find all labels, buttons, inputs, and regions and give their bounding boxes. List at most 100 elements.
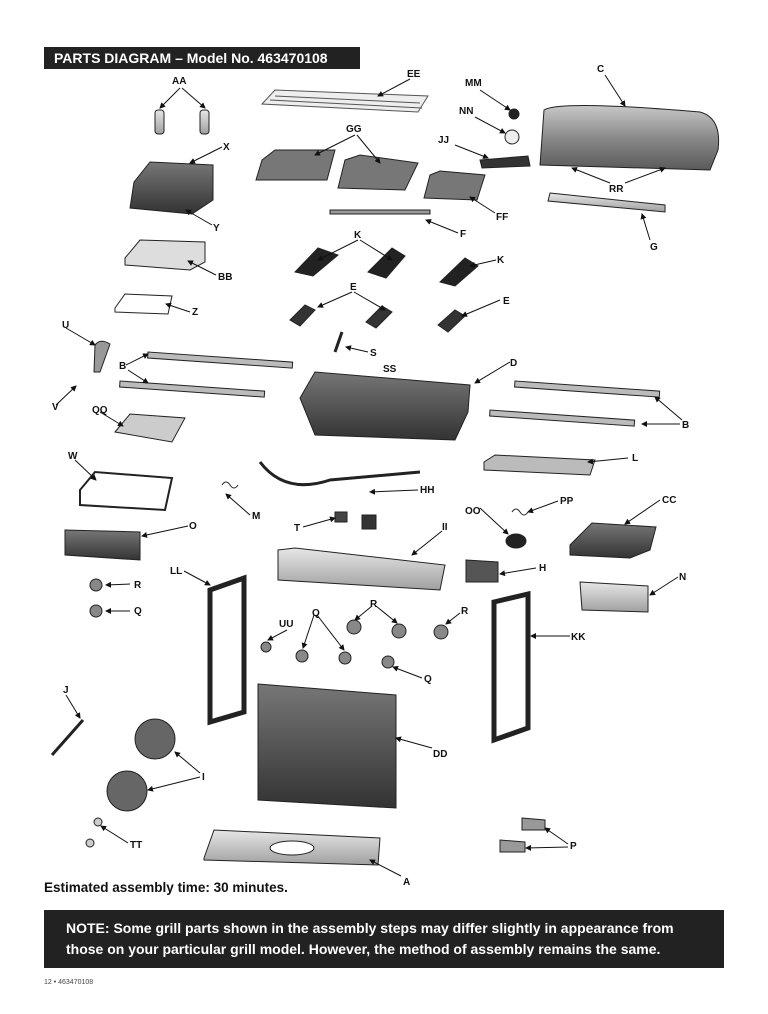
leg-ll: [207, 574, 247, 726]
handle-bracket-left: [154, 109, 165, 135]
label-e-1: E: [350, 282, 357, 293]
label-r-2: R: [370, 599, 378, 610]
lid-shape: [539, 104, 720, 171]
tt-1: [93, 817, 103, 827]
label-l: L: [632, 453, 638, 464]
firebox-shape: [299, 371, 471, 441]
rail-b1: [147, 351, 294, 369]
heat-shield-bar: [329, 209, 431, 215]
label-ff: FF: [496, 212, 508, 223]
label-tt: TT: [130, 840, 142, 851]
label-g: G: [650, 242, 658, 253]
label-q-1: Q: [134, 606, 142, 617]
warming-rack: [260, 89, 429, 113]
label-ee: EE: [407, 69, 421, 80]
label-w: W: [68, 451, 78, 462]
control-panel: [277, 547, 446, 591]
label-s: S: [370, 348, 377, 359]
igniter-part: [479, 155, 531, 169]
burner-1: [289, 304, 316, 327]
label-x: X: [223, 142, 230, 153]
label-d: D: [510, 358, 517, 369]
gas-manifold: [258, 461, 421, 487]
cooking-grates: [255, 149, 486, 201]
t-part: [334, 511, 348, 523]
label-o: O: [189, 521, 197, 532]
label-q-3: Q: [424, 674, 432, 685]
p-part-1: [521, 817, 546, 831]
note-line-2: those on your particular grill model. Ho…: [66, 941, 661, 957]
rail-b3: [514, 380, 661, 398]
knobs: [89, 578, 449, 669]
label-f: F: [460, 229, 466, 240]
o-panel: [64, 529, 141, 561]
label-oo: OO: [465, 506, 481, 517]
heat-tent-1: [294, 247, 339, 277]
nn-part: [504, 129, 520, 145]
label-j: J: [63, 685, 69, 696]
j-rod: [50, 719, 85, 756]
label-ll: LL: [170, 566, 182, 577]
label-rr: RR: [609, 184, 624, 195]
label-b-1: B: [119, 361, 126, 372]
u-part: [93, 340, 111, 373]
label-dd: DD: [433, 749, 447, 760]
label-cc: CC: [662, 495, 676, 506]
label-ss: SS: [383, 364, 397, 375]
label-nn: NN: [459, 106, 473, 117]
label-hh: HH: [420, 485, 434, 496]
label-m: M: [252, 511, 260, 522]
heat-tent-2: [367, 247, 406, 279]
label-h: H: [539, 563, 546, 574]
label-pp: PP: [560, 496, 574, 507]
leader-lines: [55, 74, 683, 877]
label-aa: AA: [172, 76, 186, 87]
burner-2: [365, 305, 393, 329]
door-panel: [257, 683, 397, 809]
h-bracket: [465, 559, 499, 583]
page-footer: 12 • 463470108: [44, 979, 94, 986]
rail-b2: [119, 380, 266, 398]
oo-cup: [505, 533, 527, 549]
wheel-2: [106, 770, 148, 812]
side-shelf: [569, 522, 657, 559]
s-part: [333, 331, 344, 353]
n-panel: [579, 581, 649, 613]
label-e-2: E: [503, 296, 510, 307]
label-gg: GG: [346, 124, 362, 135]
qq-pan: [114, 413, 186, 443]
assembly-time: Estimated assembly time: 30 minutes.: [44, 880, 288, 895]
label-a: A: [403, 877, 410, 888]
label-q-2: Q: [312, 608, 320, 619]
page-title: PARTS DIAGRAM – Model No. 463470108: [44, 47, 360, 69]
note-line-1: NOTE: Some grill parts shown in the asse…: [66, 920, 674, 936]
label-z: Z: [192, 307, 198, 318]
label-n: N: [679, 572, 686, 583]
lid-handle-shape: [547, 192, 666, 213]
wheel-1: [134, 718, 176, 760]
callout-labels: AA EE MM C NN GG JJ X RR FF Y F G K K BB…: [52, 64, 689, 888]
label-t: T: [294, 523, 300, 534]
p-part-2: [499, 839, 526, 853]
part-shapes: [50, 89, 720, 866]
label-k-1: K: [354, 230, 362, 241]
handle-bracket-right: [199, 109, 210, 135]
label-u: U: [62, 320, 69, 331]
label-jj: JJ: [438, 135, 449, 146]
burner-3: [437, 309, 466, 333]
z-grate: [114, 293, 173, 315]
heat-tent-3: [439, 257, 479, 287]
label-qq: QQ: [92, 405, 108, 416]
bb-plate: [124, 239, 206, 271]
label-mm: MM: [465, 78, 482, 89]
label-r-3: R: [461, 606, 469, 617]
note-box: NOTE: Some grill parts shown in the asse…: [44, 910, 724, 968]
label-v: V: [52, 402, 59, 413]
bottom-shelf-hole: [269, 840, 315, 856]
side-burner-lid: [129, 161, 214, 215]
grease-tray: [483, 454, 596, 476]
label-c: C: [597, 64, 604, 75]
rail-b4: [489, 409, 636, 427]
label-y: Y: [213, 223, 220, 234]
